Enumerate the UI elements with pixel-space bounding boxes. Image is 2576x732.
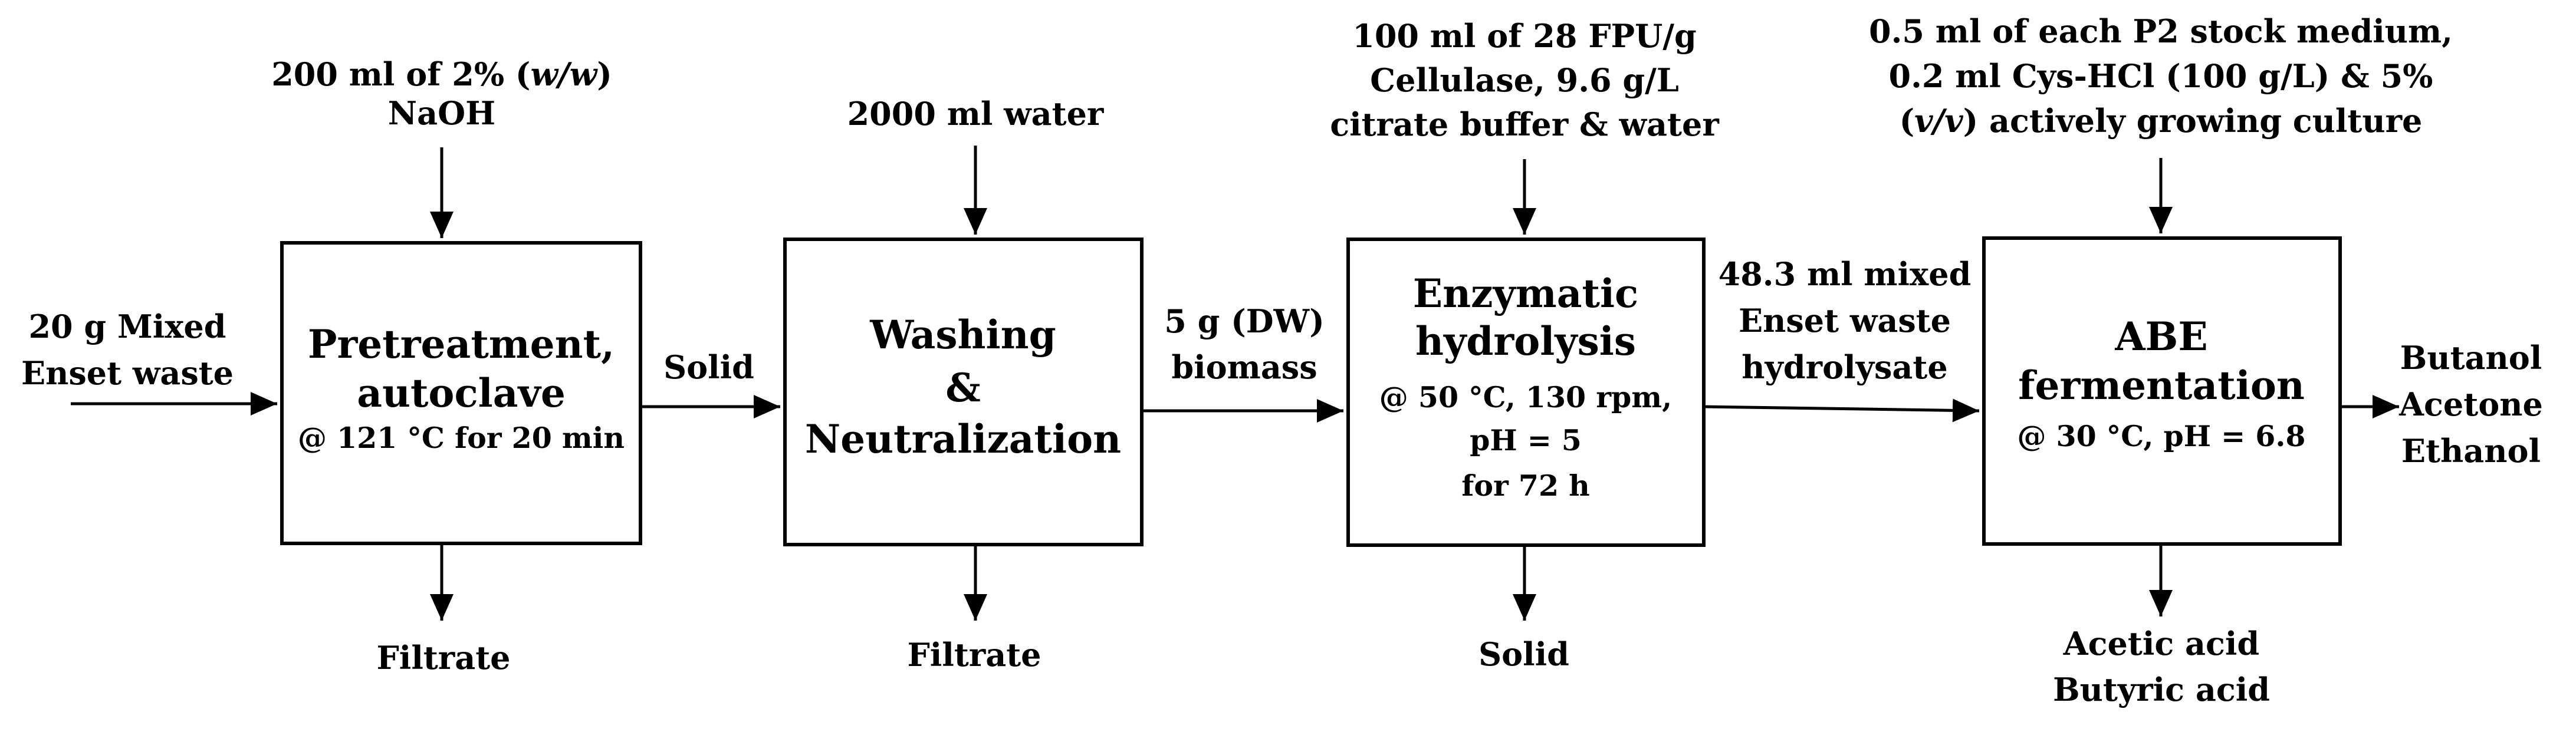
washing-title-line1: Washing bbox=[869, 312, 1056, 358]
feed-label-line2: Enset waste bbox=[21, 354, 234, 392]
hydrolysate-label-line1: 48.3 ml mixed bbox=[1719, 255, 1972, 293]
biomass-label-line1: 5 g (DW) bbox=[1164, 302, 1325, 340]
hydrolysate-arrow bbox=[1703, 398, 1980, 423]
filtrate-2-label: Filtrate bbox=[907, 636, 1041, 674]
butanol-label: Butanol bbox=[2400, 339, 2542, 377]
hydrolysis-title-line1: Enzymatic bbox=[1413, 271, 1638, 316]
solid-stream-label: Solid bbox=[663, 348, 754, 386]
enzyme-label-line3: citrate buffer & water bbox=[1330, 105, 1719, 143]
hydrolysis-conditions-line2: pH = 5 bbox=[1470, 423, 1582, 457]
hydrolysis-conditions-line1: @ 50 °C, 130 rpm, bbox=[1379, 380, 1672, 414]
pretreatment-title-line2: autoclave bbox=[357, 370, 566, 416]
hydrolysate-label-line3: hydrolysate bbox=[1742, 348, 1947, 386]
hydrolysis-title-line2: hydrolysis bbox=[1415, 318, 1636, 364]
fermentation-box bbox=[1982, 236, 2342, 546]
fermentation-title-line1: ABE bbox=[2114, 314, 2207, 360]
medium-label-line3: (v/v) actively growing culture bbox=[1900, 102, 2423, 140]
washing-title-line2: & bbox=[945, 365, 981, 411]
acetone-label: Acetone bbox=[2398, 385, 2543, 423]
acetic-acid-label: Acetic acid bbox=[2063, 625, 2259, 662]
medium-label-line2: 0.2 ml Cys-HCl (100 g/L) & 5% bbox=[1889, 57, 2433, 95]
naoh-label-line2: NaOH bbox=[388, 94, 495, 132]
washing-box bbox=[783, 238, 1144, 546]
enzyme-label-line1: 100 ml of 28 FPU/g bbox=[1352, 17, 1696, 55]
enzyme-label-line2: Cellulase, 9.6 g/L bbox=[1370, 61, 1679, 99]
medium-label-line1: 0.5 ml of each P2 stock medium, bbox=[1869, 12, 2453, 50]
water-label: 2000 ml water bbox=[847, 95, 1104, 133]
hydrolysate-label-line2: Enset waste bbox=[1739, 302, 1951, 339]
feed-label-line1: 20 g Mixed bbox=[28, 308, 226, 345]
fermentation-conditions: @ 30 °C, pH = 6.8 bbox=[2017, 419, 2305, 453]
pretreatment-title-line1: Pretreatment, bbox=[308, 321, 615, 367]
hydrolysis-box bbox=[1346, 238, 1706, 547]
hydrolysis-conditions-line3: for 72 h bbox=[1461, 469, 1590, 503]
solid-2-label: Solid bbox=[1478, 635, 1569, 673]
ethanol-label: Ethanol bbox=[2401, 432, 2541, 470]
washing-title-line3: Neutralization bbox=[805, 416, 1121, 462]
naoh-label-line1: 200 ml of 2% (w/w) bbox=[271, 55, 612, 93]
butyric-acid-label: Butyric acid bbox=[2053, 671, 2270, 708]
filtrate-1-label: Filtrate bbox=[376, 639, 510, 677]
fermentation-title-line2: fermentation bbox=[2018, 362, 2305, 408]
pretreatment-box bbox=[280, 241, 642, 545]
biomass-label-line2: biomass bbox=[1171, 348, 1317, 386]
pretreatment-conditions: @ 121 °C for 20 min bbox=[298, 421, 625, 455]
